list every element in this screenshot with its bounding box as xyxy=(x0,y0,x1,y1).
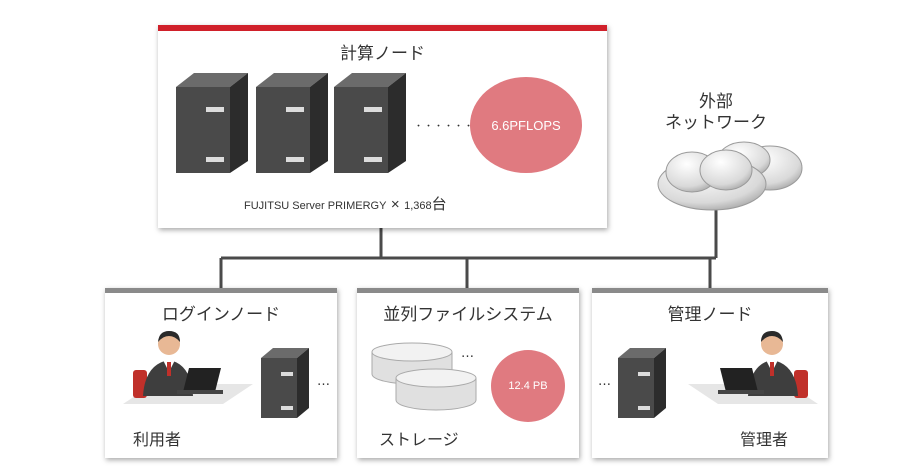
storage-ellipsis: … xyxy=(461,346,475,361)
login-node-title: ログインノード xyxy=(161,305,281,325)
compute-performance-badge: 6.6PFLOPS xyxy=(470,77,582,173)
login-user-label: 利用者 xyxy=(133,430,182,449)
caption-times: × xyxy=(390,196,400,213)
external-network-line1: 外部 xyxy=(699,92,733,112)
login-node-panel: ログインノード 利用者 … xyxy=(105,288,337,458)
external-network-label: 外部 ネットワーク xyxy=(660,92,772,134)
server-tower-1 xyxy=(176,73,248,173)
admin-node-title: 管理ノード xyxy=(667,305,753,325)
admin-at-desk-icon xyxy=(688,331,818,404)
storage-capacity-badge: 12.4 PB xyxy=(491,350,565,422)
admin-panel-top-bar xyxy=(592,288,828,293)
storage-title: 並列ファイルシステム xyxy=(383,305,553,325)
compute-node-title: 計算ノード xyxy=(340,44,425,64)
external-network-line2: ネットワーク xyxy=(665,113,767,133)
server-tower-2 xyxy=(256,73,328,173)
storage-disk-icon-2 xyxy=(395,368,477,411)
compute-ellipsis: ・・・・・・ xyxy=(414,122,475,132)
login-panel-top-bar xyxy=(105,288,337,293)
login-ellipsis: … xyxy=(317,374,331,389)
user-at-desk-icon xyxy=(123,331,253,404)
admin-node-panel: 管理ノード … 管理者 xyxy=(592,288,828,458)
storage-label: ストレージ xyxy=(379,430,459,449)
storage-panel: 並列ファイルシステム … 12.4 PB ストレージ xyxy=(357,288,579,458)
compute-caption: FUJITSU Server PRIMERGY × 1,368台 xyxy=(244,193,447,214)
login-server-icon xyxy=(261,348,309,418)
compute-node-panel: 計算ノード ・・・・・・ 6.6PFLOPS FUJITSU Server PR… xyxy=(158,25,607,228)
caption-server-name: FUJITSU Server PRIMERGY xyxy=(244,200,387,212)
server-tower-3 xyxy=(334,73,406,173)
admin-server-icon xyxy=(618,348,666,418)
caption-count: 1,368 xyxy=(404,200,432,212)
compute-panel-top-bar xyxy=(158,25,607,31)
caption-unit: 台 xyxy=(431,196,447,213)
admin-user-label: 管理者 xyxy=(740,430,789,449)
cloud-icon xyxy=(657,141,803,211)
admin-ellipsis: … xyxy=(598,374,612,389)
storage-panel-top-bar xyxy=(357,288,579,293)
